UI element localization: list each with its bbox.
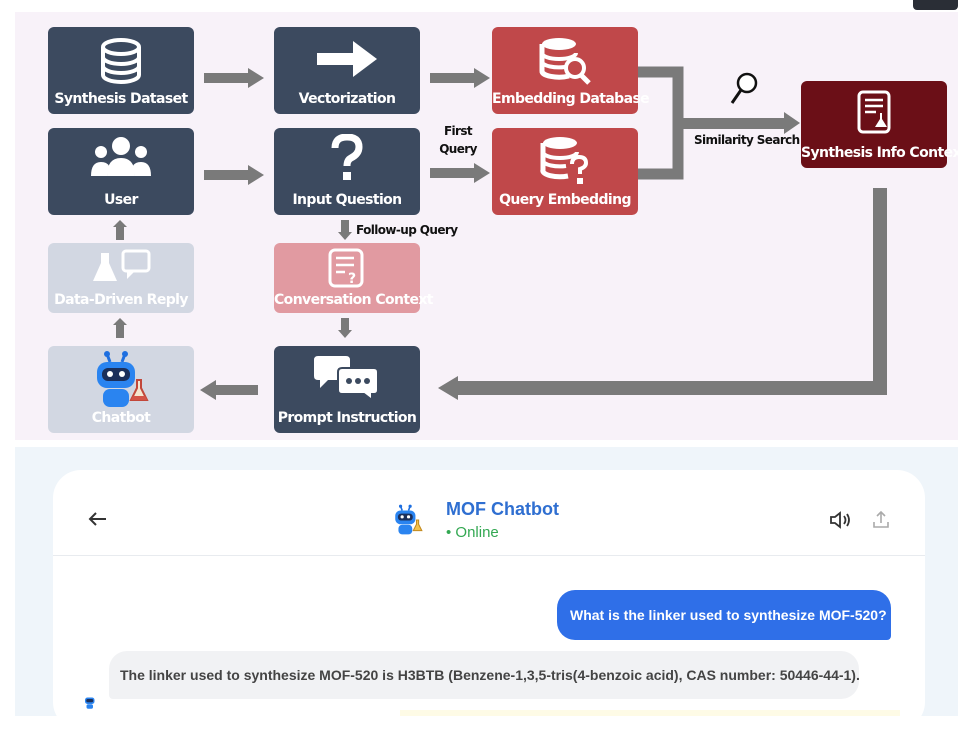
header-divider <box>53 555 925 556</box>
node-conversation-context: ? Conversation Context <box>274 243 433 313</box>
node-label: Input Question <box>292 192 402 208</box>
database-icon <box>101 38 141 84</box>
bot-message-avatar <box>85 697 95 709</box>
bot-avatar <box>395 504 423 535</box>
arrow-down <box>338 318 352 338</box>
document-question-icon: ? <box>328 248 364 288</box>
return-connector <box>438 188 887 400</box>
similarity-search-label: Similarity Search <box>694 133 800 147</box>
node-chatbot: Chatbot <box>48 346 194 433</box>
input-area-edge <box>400 710 900 716</box>
node-label: Query Embedding <box>499 192 631 208</box>
arrow-up <box>113 220 127 240</box>
node-label: Synthesis Info Context <box>801 145 958 161</box>
node-synthesis-info-context: Synthesis Info Context <box>801 81 958 168</box>
arrow-down <box>338 220 352 240</box>
arrow-right <box>204 68 264 88</box>
svg-text:?: ? <box>348 271 356 287</box>
window-corner-button[interactable] <box>913 0 958 10</box>
robot-icon <box>97 351 149 407</box>
node-label: Embedding Database <box>492 91 650 107</box>
arrow-right <box>430 163 490 183</box>
database-search-icon <box>539 38 591 85</box>
arrow-right <box>430 68 490 88</box>
online-status: • Online <box>446 524 499 541</box>
arrow-left-icon[interactable] <box>86 507 110 531</box>
node-label: Conversation Context <box>274 292 433 308</box>
node-prompt-instruction: Prompt Instruction <box>274 346 420 433</box>
arrow-up <box>113 318 127 338</box>
node-query-embedding: Query Embedding <box>492 128 638 215</box>
speaker-icon[interactable] <box>829 510 853 530</box>
user-message: What is the linker used to synthesize MO… <box>557 590 891 640</box>
merge-connector <box>638 66 800 180</box>
node-data-driven-reply: Data-Driven Reply <box>48 243 194 313</box>
first-query-label: First Query <box>438 122 478 158</box>
upload-icon[interactable] <box>872 510 890 530</box>
node-label: Chatbot <box>91 410 151 426</box>
chat-title: MOF Chatbot <box>446 499 559 519</box>
arrow-right-icon <box>317 41 377 77</box>
bot-message: The linker used to synthesize MOF-520 is… <box>109 651 860 699</box>
arrow-right <box>204 165 264 185</box>
label-line: First <box>443 124 473 138</box>
node-label: Vectorization <box>298 91 396 107</box>
node-input-question: Input Question <box>274 128 420 215</box>
flask-chat-icon <box>93 249 151 281</box>
magnifier-icon <box>730 72 758 104</box>
node-label: Data-Driven Reply <box>54 292 188 308</box>
label-line: Query <box>439 142 477 156</box>
node-label: Synthesis Dataset <box>54 91 188 107</box>
node-label: Prompt Instruction <box>277 410 417 426</box>
users-icon <box>91 137 151 176</box>
document-flask-icon <box>857 90 891 134</box>
arrow-left <box>200 380 258 400</box>
node-label: User <box>104 192 138 208</box>
node-vectorization: Vectorization <box>274 27 420 114</box>
follow-up-query-label: Follow-up Query <box>356 223 458 237</box>
question-mark-icon <box>331 134 363 180</box>
node-embedding-database: Embedding Database <box>492 27 650 114</box>
database-question-icon <box>540 137 589 184</box>
node-synthesis-dataset: Synthesis Dataset <box>48 27 194 114</box>
node-user: User <box>48 128 194 215</box>
chat-bubbles-icon <box>314 356 379 400</box>
